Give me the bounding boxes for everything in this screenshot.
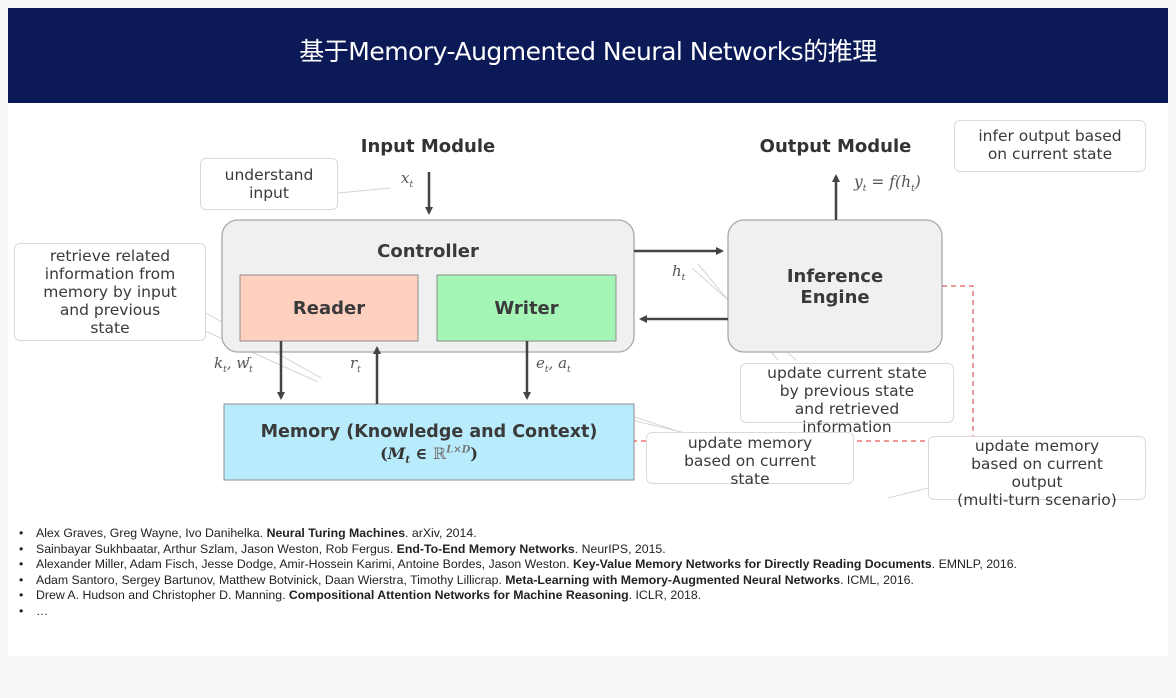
callout-line: input [249, 184, 289, 202]
callout-line: memory by input [43, 283, 177, 301]
callout-line: on current state [987, 145, 1113, 163]
reference-title: Neural Turing Machines [266, 526, 406, 540]
inference-engine-line-2: Engine [800, 287, 870, 308]
callout-line: state [90, 319, 130, 337]
callout-update-memory-state: update memory based on current state [646, 432, 854, 488]
memory-box [223, 403, 635, 481]
title-bar: 基于Memory-Augmented Neural Networks的推理 [8, 8, 1168, 103]
memory-formula: (Mt ∈ ℝL×D) [380, 444, 478, 467]
y-t-math: yt = f(ht) [854, 173, 921, 195]
callout-line: output [1011, 473, 1063, 491]
writer-label: Writer [494, 298, 559, 319]
h-t-math: ht [672, 262, 686, 283]
reference-authors: Drew A. Hudson and Christopher D. Mannin… [36, 588, 289, 602]
callout-line: (multi-turn scenario) [957, 491, 1117, 509]
e-a-math: et, at [536, 354, 571, 375]
inference-engine-label: Inference Engine [728, 266, 942, 308]
callout-line: retrieve related [49, 247, 171, 265]
callout-line: and retrieved [794, 400, 900, 418]
callout-line: infer output based [978, 127, 1122, 145]
reference-authors: Alexander Miller, Adam Fisch, Jesse Dodg… [36, 557, 573, 571]
reference-authors: Adam Santoro, Sergey Bartunov, Matthew B… [36, 572, 506, 587]
reference-title: Meta-Learning with Memory-Augmented Neur… [505, 572, 841, 587]
references-list: Alex Graves, Greg Wayne, Ivo Danihelka. … [18, 526, 1158, 619]
reference-title: End-To-End Memory Networks [396, 541, 575, 556]
reference-venue: . ICLR, 2018. [628, 588, 702, 602]
reference-venue: . ICML, 2016. [840, 572, 914, 587]
callout-retrieve: retrieve related information from memory… [14, 243, 206, 341]
inference-engine-line-1: Inference [786, 266, 884, 287]
reference-authors: Sainbayar Sukhbaatar, Arthur Szlam, Jaso… [36, 541, 397, 556]
callout-line: update current state [767, 364, 927, 382]
reader-label: Reader [292, 298, 366, 319]
callout-line: update memory [974, 437, 1100, 455]
reference-item: Drew A. Hudson and Christopher D. Mannin… [18, 588, 1158, 604]
memory-label: Memory (Knowledge and Context) [260, 422, 598, 442]
callout-line: information [802, 418, 892, 436]
callout-line: based on current [684, 452, 816, 470]
callout-update-state: update current state by previous state a… [740, 363, 954, 436]
reference-item: Sainbayar Sukhbaatar, Arthur Szlam, Jaso… [18, 542, 1158, 558]
writer-box [436, 274, 617, 342]
reference-venue: . arXiv, 2014. [405, 526, 477, 540]
reference-venue: . NeurIPS, 2015. [574, 541, 666, 556]
reference-venue: . EMNLP, 2016. [931, 557, 1017, 571]
reference-item: Adam Santoro, Sergey Bartunov, Matthew B… [18, 573, 1158, 589]
callout-line: and previous [59, 301, 161, 319]
callout-line: understand [224, 166, 314, 184]
reference-item: Alex Graves, Greg Wayne, Ivo Danihelka. … [18, 526, 1158, 542]
callout-infer-output: infer output based on current state [954, 120, 1146, 172]
input-module-label: Input Module [360, 136, 496, 157]
slide: 基于Memory-Augmented Neural Networks的推理 [8, 8, 1168, 656]
k-w-math: kt, wtr [214, 354, 253, 375]
callout-line: update memory [687, 434, 813, 452]
reader-box [239, 274, 419, 342]
controller-label: Controller [377, 241, 479, 262]
reference-authors: … [36, 603, 49, 618]
callout-line: state [730, 470, 770, 488]
output-module-label: Output Module [759, 136, 912, 157]
reference-item: Alexander Miller, Adam Fisch, Jesse Dodg… [18, 557, 1158, 573]
reference-item: … [18, 604, 1158, 620]
reference-title: Compositional Attention Networks for Mac… [288, 588, 629, 602]
slide-title: 基于Memory-Augmented Neural Networks的推理 [299, 36, 877, 66]
reference-title: Key-Value Memory Networks for Directly R… [572, 557, 932, 571]
callout-line: by previous state [779, 382, 915, 400]
x-t-math: xt [401, 169, 414, 190]
callout-update-memory-output: update memory based on current output (m… [928, 436, 1146, 509]
r-t-math: rt [350, 354, 361, 375]
callout-line: based on current [971, 455, 1103, 473]
callout-line: information from [44, 265, 176, 283]
diagram-canvas [187, 172, 974, 499]
callout-understand-input: understand input [200, 158, 338, 210]
reference-authors: Alex Graves, Greg Wayne, Ivo Danihelka. [36, 526, 267, 540]
